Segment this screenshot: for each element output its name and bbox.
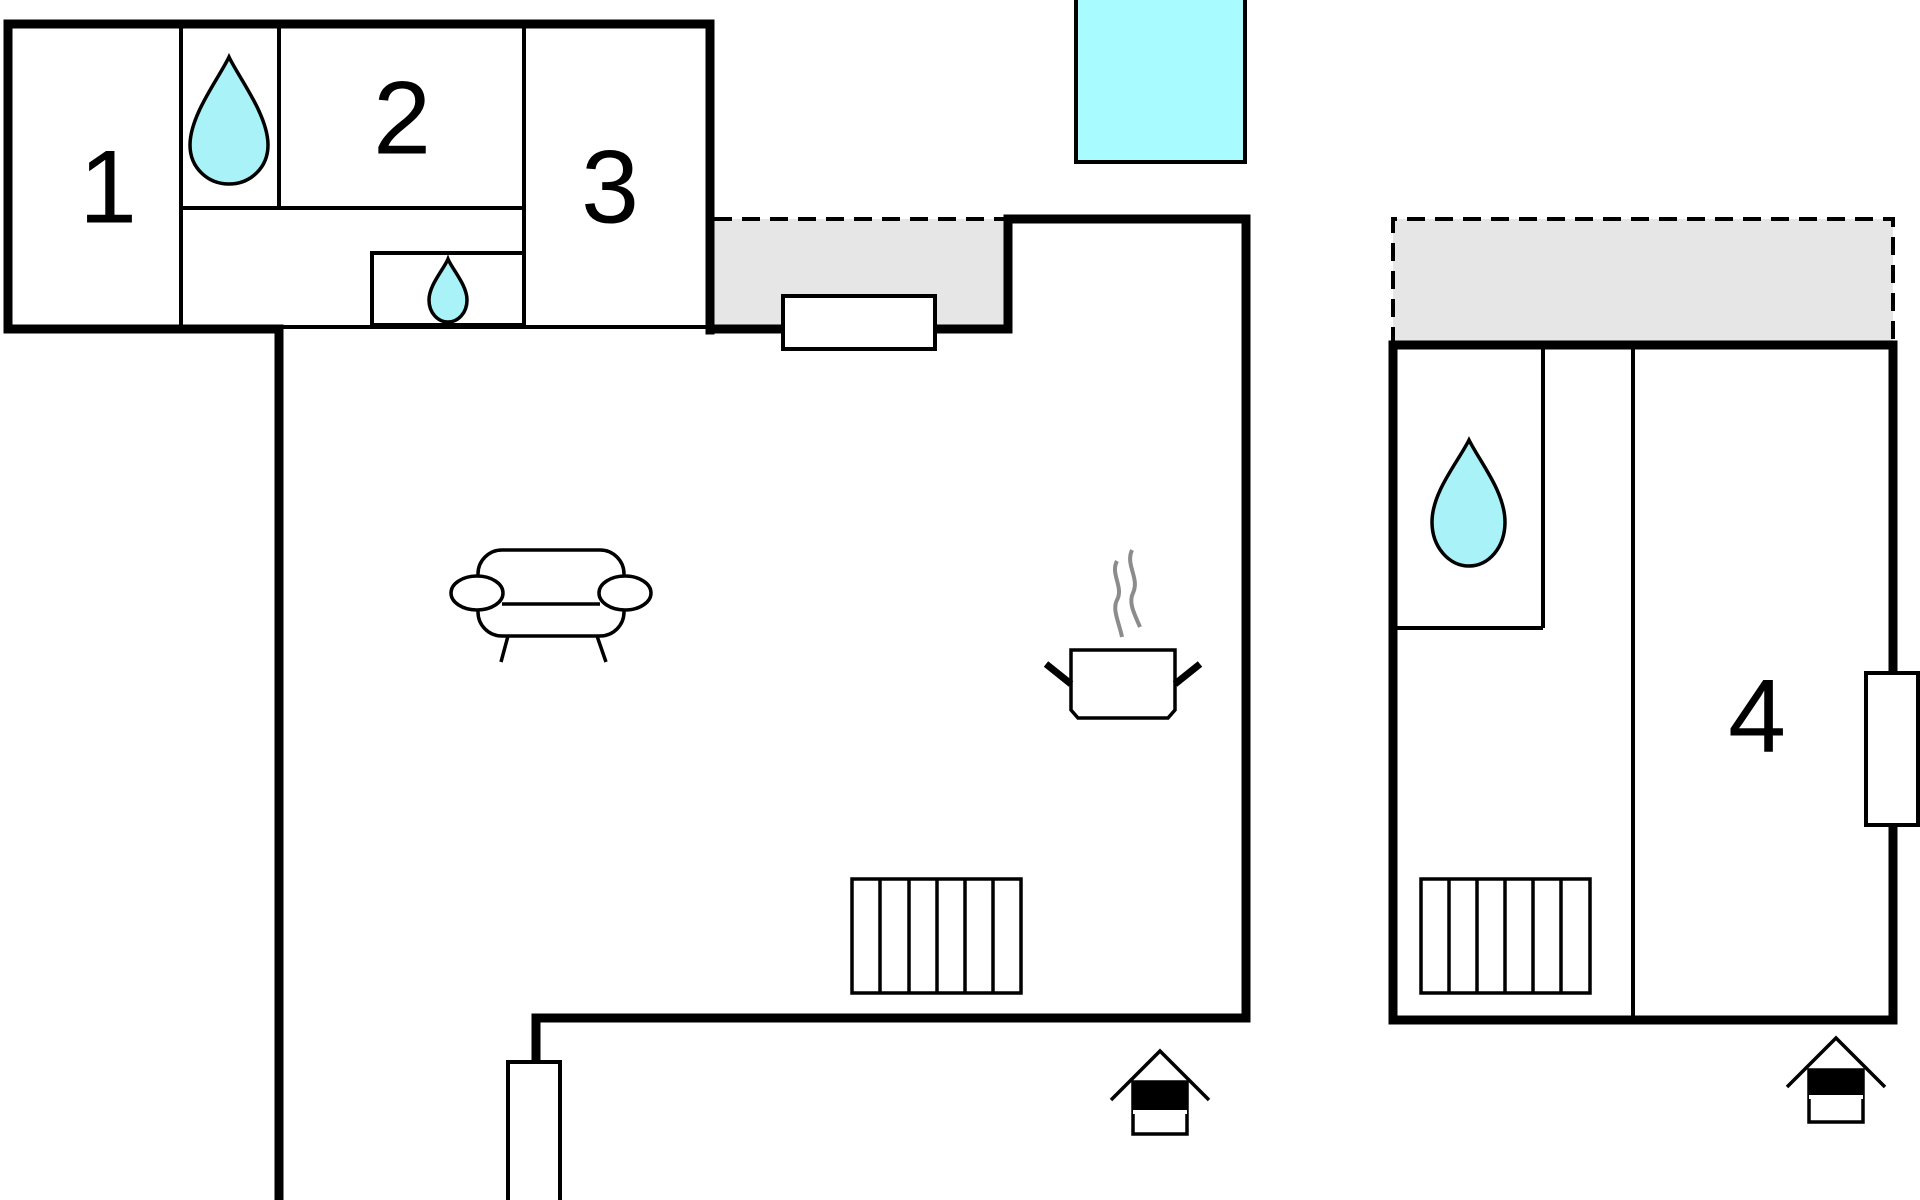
sofa-icon — [449, 548, 653, 663]
interior-walls-top — [179, 28, 710, 329]
room-1-number: 1 — [79, 129, 137, 245]
room-4-number: 4 — [1728, 658, 1786, 774]
water-drop-icon — [427, 254, 469, 324]
wall-living-area — [531, 214, 1251, 1069]
entrance-icon — [1109, 1048, 1211, 1136]
wall-right-building — [1388, 340, 1898, 1025]
water-drop-icon — [1430, 436, 1507, 568]
pool-icon — [1074, 0, 1247, 164]
door-icon — [506, 1060, 562, 1200]
room-3-number: 3 — [581, 129, 639, 245]
terrace-right — [1391, 217, 1895, 345]
window-icon — [781, 294, 937, 351]
cooking-pot-icon — [1043, 549, 1203, 720]
entrance-icon — [1785, 1035, 1887, 1124]
water-drop-icon — [188, 52, 270, 186]
radiator-icon — [1419, 877, 1592, 995]
window-icon — [1864, 671, 1920, 827]
interior-walls-right — [1397, 349, 1635, 1016]
room-2-number: 2 — [373, 60, 431, 176]
radiator-icon — [850, 877, 1023, 995]
wall-top-block — [3, 19, 715, 1200]
